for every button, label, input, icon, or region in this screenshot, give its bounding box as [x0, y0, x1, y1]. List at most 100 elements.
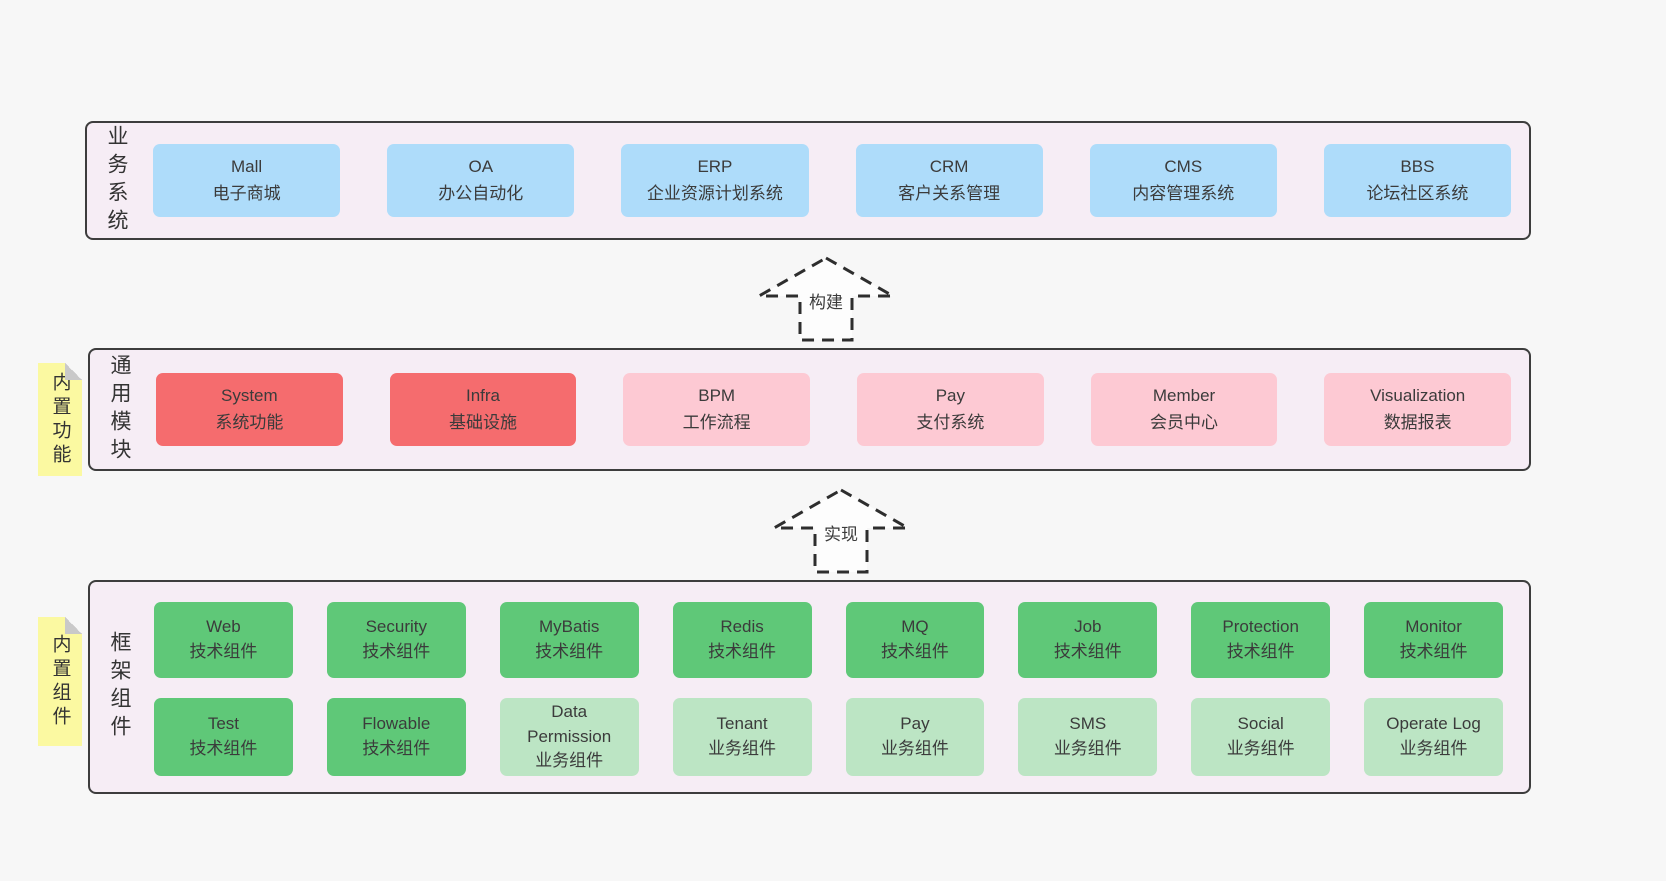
box-infra-desc: 基础设施	[449, 412, 517, 432]
box-mall-name: Mall	[231, 157, 263, 177]
box-data-permission-desc: 业务组件	[535, 751, 604, 771]
layer-business-label: 业务系统	[105, 124, 128, 237]
box-data-permission-name: Data Permission	[527, 702, 612, 746]
box-pay-component-name: Pay	[900, 714, 930, 734]
layer-business-systems: 业务系统 Mall 电子商城 OA 办公自动化 ERP 企业资源计划系统 CRM…	[85, 121, 1531, 240]
box-pay-component-desc: 业务组件	[880, 739, 949, 758]
box-mq: MQ 技术组件	[845, 602, 985, 678]
box-erp: ERP 企业资源计划系统	[621, 144, 809, 217]
box-tenant-desc: 业务组件	[708, 739, 777, 758]
box-bbs-name: BBS	[1400, 157, 1435, 177]
box-bpm-name: BPM	[698, 386, 736, 406]
box-visualization-desc: 数据报表	[1383, 412, 1452, 432]
box-monitor-desc: 技术组件	[1399, 642, 1468, 661]
box-mybatis: MyBatis 技术组件	[499, 602, 639, 678]
box-mall: Mall 电子商城	[153, 144, 341, 217]
sticky-note-built-in-components: 内置组件	[38, 617, 82, 746]
box-oa-desc: 办公自动化	[438, 183, 524, 203]
box-mq-name: MQ	[901, 617, 929, 637]
box-social-desc: 业务组件	[1226, 739, 1295, 758]
box-bbs-desc: 论坛社区系统	[1366, 183, 1469, 203]
box-crm-desc: 客户关系管理	[898, 183, 1001, 203]
box-sms: SMS 业务组件	[1018, 698, 1158, 776]
box-system: System 系统功能	[156, 373, 343, 446]
box-tenant-name: Tenant	[716, 714, 768, 734]
box-test-desc: 技术组件	[189, 739, 258, 758]
box-member: Member 会员中心	[1090, 373, 1278, 446]
arrow-up-implement: 实现	[771, 488, 911, 574]
box-tenant: Tenant 业务组件	[672, 698, 812, 776]
box-cms: CMS 内容管理系统	[1089, 144, 1277, 217]
box-job: Job 技术组件	[1018, 602, 1158, 678]
layer-modules-label: 通用模块	[108, 353, 131, 466]
box-oa: OA 办公自动化	[387, 144, 575, 217]
box-protection: Protection 技术组件	[1191, 602, 1331, 678]
sticky-note-built-in-features: 内置功能	[38, 363, 82, 476]
box-data-permission: Data Permission 业务组件	[499, 698, 639, 776]
box-visualization: Visualization 数据报表	[1324, 373, 1512, 446]
box-sms-desc: 业务组件	[1053, 739, 1122, 758]
box-erp-name: ERP	[697, 157, 733, 177]
box-system-name: System	[220, 386, 278, 406]
sticky-components-label: 内置组件	[49, 633, 71, 730]
box-redis-name: Redis	[720, 617, 764, 637]
box-monitor-name: Monitor	[1405, 617, 1462, 637]
box-flowable: Flowable 技术组件	[326, 698, 466, 776]
box-pay-component: Pay 业务组件	[845, 698, 985, 776]
box-web-name: Web	[206, 617, 241, 637]
box-operate-log-name: Operate Log	[1386, 714, 1481, 734]
box-mq-desc: 技术组件	[880, 642, 949, 661]
sticky-modules-label: 内置功能	[49, 371, 71, 468]
box-bpm-desc: 工作流程	[682, 412, 751, 432]
box-web: Web 技术组件	[154, 602, 293, 678]
box-pay-desc: 支付系统	[916, 412, 985, 432]
box-job-desc: 技术组件	[1053, 642, 1122, 661]
box-cms-name: CMS	[1164, 157, 1203, 177]
box-protection-name: Protection	[1222, 617, 1299, 637]
box-operate-log-desc: 业务组件	[1399, 739, 1468, 758]
box-test: Test 技术组件	[154, 698, 293, 776]
box-system-desc: 系统功能	[215, 412, 284, 432]
arrow-build-label: 构建	[809, 293, 843, 312]
box-crm-name: CRM	[929, 157, 969, 177]
arrow-implement-label: 实现	[824, 525, 858, 544]
box-job-name: Job	[1074, 617, 1102, 637]
box-monitor: Monitor 技术组件	[1364, 602, 1503, 678]
components-boxes-grid: Web 技术组件 Security 技术组件 MyBatis 技术组件 Redi…	[134, 582, 1529, 792]
arrow-label-bg	[802, 288, 850, 315]
box-infra: Infra 基础设施	[389, 373, 577, 446]
box-web-desc: 技术组件	[189, 642, 258, 661]
box-pay-name: Pay	[935, 386, 965, 406]
box-mybatis-name: MyBatis	[538, 617, 600, 637]
arrow-up-build: 构建	[756, 256, 896, 342]
modules-boxes-row: System 系统功能 Infra 基础设施 BPM 工作流程 Pay 支付系统…	[134, 350, 1529, 469]
box-pay: Pay 支付系统	[857, 373, 1044, 446]
box-redis: Redis 技术组件	[672, 602, 812, 678]
box-infra-name: Infra	[465, 386, 501, 406]
layer-framework-components: 框架组件 Web 技术组件 Security 技术组件 MyBatis 技术组件…	[88, 580, 1531, 794]
box-member-desc: 会员中心	[1150, 412, 1219, 432]
box-erp-desc: 企业资源计划系统	[646, 183, 783, 203]
box-mybatis-desc: 技术组件	[535, 642, 604, 661]
arrow-label-bg	[817, 520, 865, 547]
box-cms-desc: 内容管理系统	[1132, 183, 1235, 203]
box-operate-log: Operate Log 业务组件	[1364, 698, 1503, 776]
box-visualization-name: Visualization	[1370, 386, 1466, 406]
box-mall-desc: 电子商城	[212, 183, 281, 203]
box-test-name: Test	[207, 714, 240, 734]
box-redis-desc: 技术组件	[708, 642, 777, 661]
box-bbs: BBS 论坛社区系统	[1323, 144, 1512, 217]
box-flowable-name: Flowable	[362, 714, 431, 734]
box-social-name: Social	[1237, 714, 1284, 734]
box-member-name: Member	[1152, 386, 1216, 406]
layer-components-label: 框架组件	[108, 631, 131, 743]
box-crm: CRM 客户关系管理	[855, 144, 1043, 217]
layer-common-modules: 通用模块 System 系统功能 Infra 基础设施 BPM 工作流程 Pay…	[88, 348, 1531, 471]
box-security-desc: 技术组件	[362, 642, 431, 661]
box-sms-name: SMS	[1069, 714, 1107, 734]
box-social: Social 业务组件	[1191, 698, 1331, 776]
box-bpm: BPM 工作流程	[623, 373, 811, 446]
box-protection-desc: 技术组件	[1226, 642, 1295, 661]
box-flowable-desc: 技术组件	[362, 739, 431, 758]
